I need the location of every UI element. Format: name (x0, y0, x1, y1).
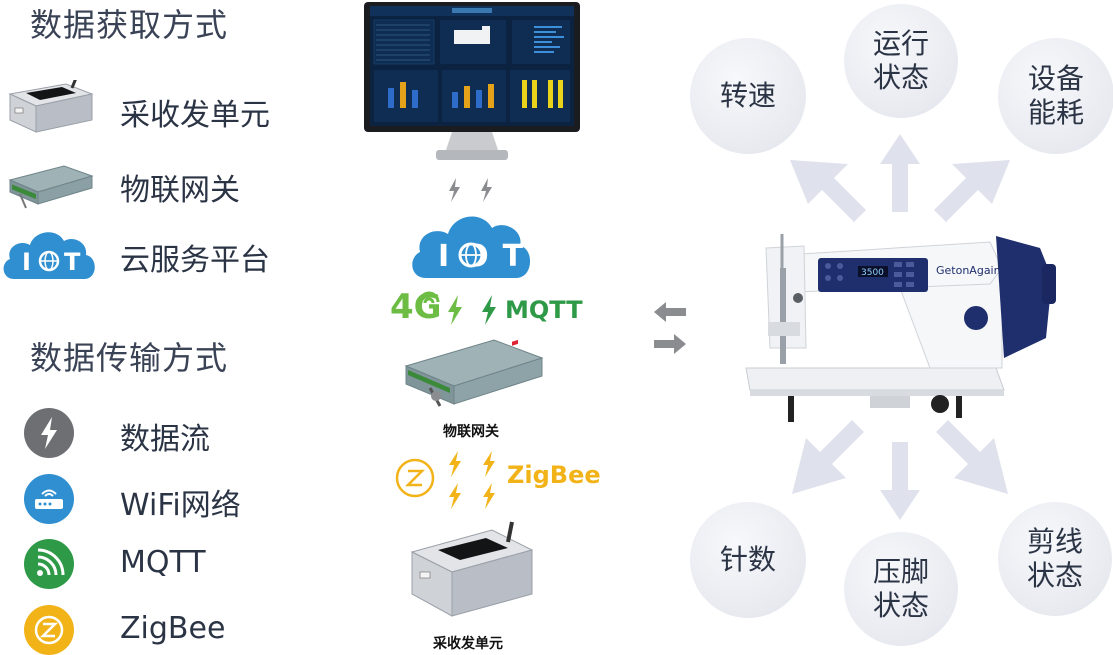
zigbee-ring-icon (395, 458, 435, 498)
data-flow-bolts (449, 178, 492, 202)
bubble-presser-status-label: 压脚 状态 (872, 555, 929, 622)
signal-arc-icon (418, 291, 440, 304)
bubble-presser-status: 压脚 状态 (844, 532, 958, 646)
protocol-row-mqtt: 4G (390, 290, 442, 324)
bubble-trim-status-label: 剪线 状态 (1026, 525, 1083, 592)
machine-display: 3500 (861, 268, 884, 278)
svg-text:T: T (64, 248, 81, 276)
radial-arrows (790, 134, 1010, 520)
machine-brand: GetonAgain (936, 264, 1001, 277)
mqtt-icon (24, 539, 74, 589)
bubble-run-status-label: 运行 状态 (872, 27, 929, 94)
signal-4g-label: 4G (390, 287, 442, 327)
green-bolt-icon-2 (482, 295, 496, 325)
iot-cloud-main: IOT (412, 216, 534, 278)
mqtt-label: MQTT (120, 545, 206, 580)
transmission-title: 数据传输方式 (30, 339, 229, 377)
mqtt-protocol-label: MQTT (505, 296, 583, 324)
zigbee-label: ZigBee (120, 611, 226, 646)
sewing-machine: 3500 GetonAgain (745, 234, 1056, 422)
unit-caption: 采收发单元 (433, 636, 503, 652)
zigbee-icon (24, 605, 74, 655)
bubble-speed: 转速 (690, 38, 806, 154)
acquisition-unit-device (410, 521, 534, 617)
iot-gateway-icon (8, 165, 94, 209)
acquisition-title: 数据获取方式 (30, 6, 229, 44)
bubble-energy-label: 设备 能耗 (1027, 62, 1084, 129)
wifi-label: WiFi网络 (120, 488, 241, 523)
bubble-stitch-count: 针数 (690, 502, 806, 618)
bubble-speed-label: 转速 (719, 79, 776, 112)
bubble-energy: 设备 能耗 (998, 38, 1113, 154)
zigbee-bolts-icon (449, 451, 495, 509)
iot-cloud-label: 云服务平台 (120, 243, 270, 278)
svg-text:I: I (22, 248, 31, 276)
router-icon (24, 474, 74, 524)
monitor-dashboard (364, 2, 580, 160)
green-bolt-icon-1 (448, 295, 462, 325)
iot-cloud-text: IOT (438, 239, 534, 274)
zigbee-protocol-label: ZigBee (507, 461, 601, 489)
acquisition-unit-icon (8, 80, 94, 133)
bidirectional-arrows-icon (654, 302, 686, 354)
bubble-stitch-count-label: 针数 (719, 543, 776, 576)
lightning-icon (24, 408, 74, 458)
iot-gateway-device (404, 339, 544, 407)
iot-cloud-icon: I T (3, 232, 95, 279)
acquisition-unit-label: 采收发单元 (120, 98, 270, 133)
bubble-trim-status: 剪线 状态 (998, 502, 1112, 616)
gateway-caption: 物联网关 (443, 424, 499, 440)
data-flow-label: 数据流 (120, 422, 210, 457)
bubble-run-status: 运行 状态 (844, 4, 958, 118)
iot-gateway-label: 物联网关 (120, 173, 240, 208)
